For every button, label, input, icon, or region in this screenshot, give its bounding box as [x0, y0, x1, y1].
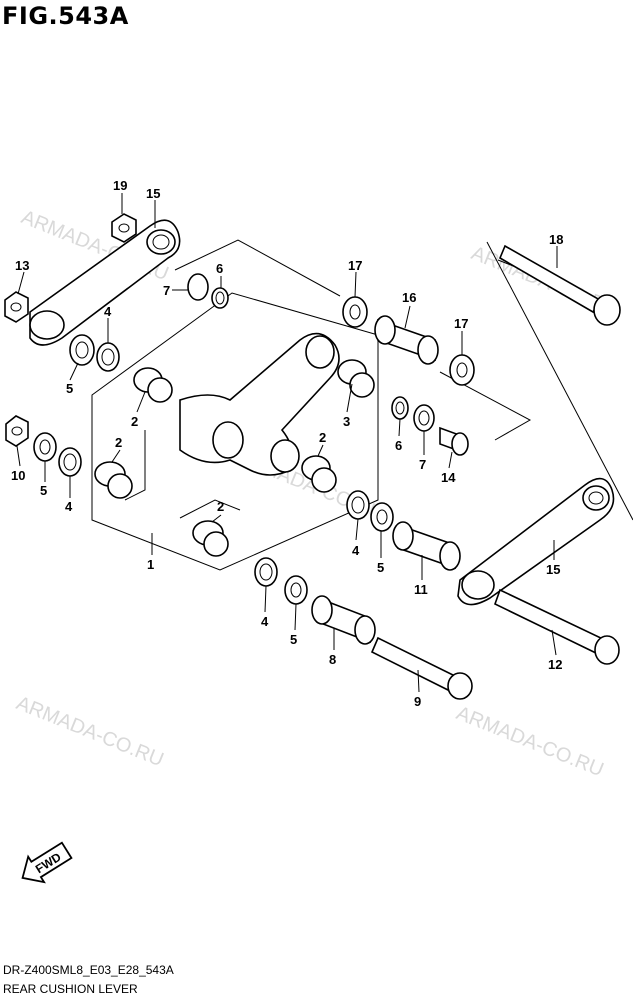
callout-9: 9 [414, 694, 421, 709]
callouts: 19 15 13 7 6 4 5 17 16 17 18 2 3 2 2 10 … [11, 178, 563, 709]
callout-1: 1 [147, 557, 154, 572]
leader-lines [16, 193, 558, 693]
washer-17-upper [342, 296, 368, 328]
callout-13: 13 [15, 258, 29, 273]
assembly-line [124, 430, 146, 501]
callout-7: 7 [419, 457, 426, 472]
callout-8: 8 [329, 652, 336, 667]
callout-5: 5 [66, 381, 73, 396]
bearing-3 [337, 359, 375, 398]
callout-3: 3 [343, 414, 350, 429]
seal-6-right [391, 396, 409, 420]
lever-assembly-outline [91, 292, 379, 571]
assembly-line [439, 371, 532, 441]
spacer-8 [311, 595, 376, 645]
washer-7-upper [187, 273, 209, 301]
bushing-14 [439, 426, 469, 456]
assembly-line [486, 241, 633, 521]
seal-4-lower [254, 557, 278, 587]
washer-5-upper-left [69, 334, 95, 366]
callout-19: 19 [113, 178, 127, 193]
callout-2: 2 [131, 414, 138, 429]
callout-2: 2 [115, 435, 122, 450]
washer-17-right [449, 354, 475, 386]
nut-13 [4, 291, 29, 323]
callout-15: 15 [546, 562, 560, 577]
fwd-arrow: FWD [21, 841, 73, 884]
watermark: ARMADA-CO.RU [13, 692, 167, 771]
callout-10: 10 [11, 468, 25, 483]
bolt-9 [370, 636, 473, 700]
callout-11: 11 [414, 582, 428, 597]
nut-19 [111, 213, 137, 243]
assembly-line [179, 499, 241, 519]
callout-4: 4 [261, 614, 269, 629]
callout-18: 18 [549, 232, 563, 247]
callout-4: 4 [65, 499, 73, 514]
seal-4-left [58, 447, 82, 477]
callout-5: 5 [377, 560, 384, 575]
link-rod-lower [457, 477, 615, 606]
callout-2: 2 [319, 430, 326, 445]
callout-17: 17 [454, 316, 468, 331]
callout-5: 5 [40, 483, 47, 498]
washer-5-middle [370, 502, 394, 532]
bearing-2-d [192, 520, 229, 557]
callout-4: 4 [104, 304, 112, 319]
spacer-11 [392, 521, 461, 571]
watermark: ARMADA-CO.RU [453, 702, 607, 781]
callout-2: 2 [217, 499, 224, 514]
figure-title: FIG.543A [2, 2, 129, 30]
figure-code: DR-Z400SML8_E03_E28_543A [3, 963, 174, 977]
washer-7-right [413, 404, 435, 432]
callout-16: 16 [402, 290, 416, 305]
figure-name: REAR CUSHION LEVER [3, 982, 138, 996]
seal-6-upper [211, 287, 229, 309]
callout-6: 6 [395, 438, 402, 453]
seal-4-upper-left [96, 342, 120, 372]
bearing-2-b [94, 461, 133, 499]
spacer-16 [374, 315, 439, 365]
link-rod-upper [29, 219, 181, 346]
nut-10 [5, 415, 29, 447]
callout-7: 7 [163, 283, 170, 298]
assembly-line [174, 239, 341, 297]
callout-12: 12 [548, 657, 562, 672]
callout-15: 15 [146, 186, 160, 201]
callout-5: 5 [290, 632, 297, 647]
bearing-2-c [301, 455, 337, 493]
callout-14: 14 [441, 470, 456, 485]
callout-17: 17 [348, 258, 362, 273]
bearing-2-a [133, 367, 173, 403]
bolt-12 [494, 588, 620, 665]
callout-4: 4 [352, 543, 360, 558]
cushion-lever-1 [179, 332, 340, 476]
callout-6: 6 [216, 261, 223, 276]
washer-5-left [33, 432, 57, 462]
seal-4-middle [346, 490, 370, 520]
washer-5-lower [284, 575, 308, 605]
bolt-18 [498, 244, 621, 326]
